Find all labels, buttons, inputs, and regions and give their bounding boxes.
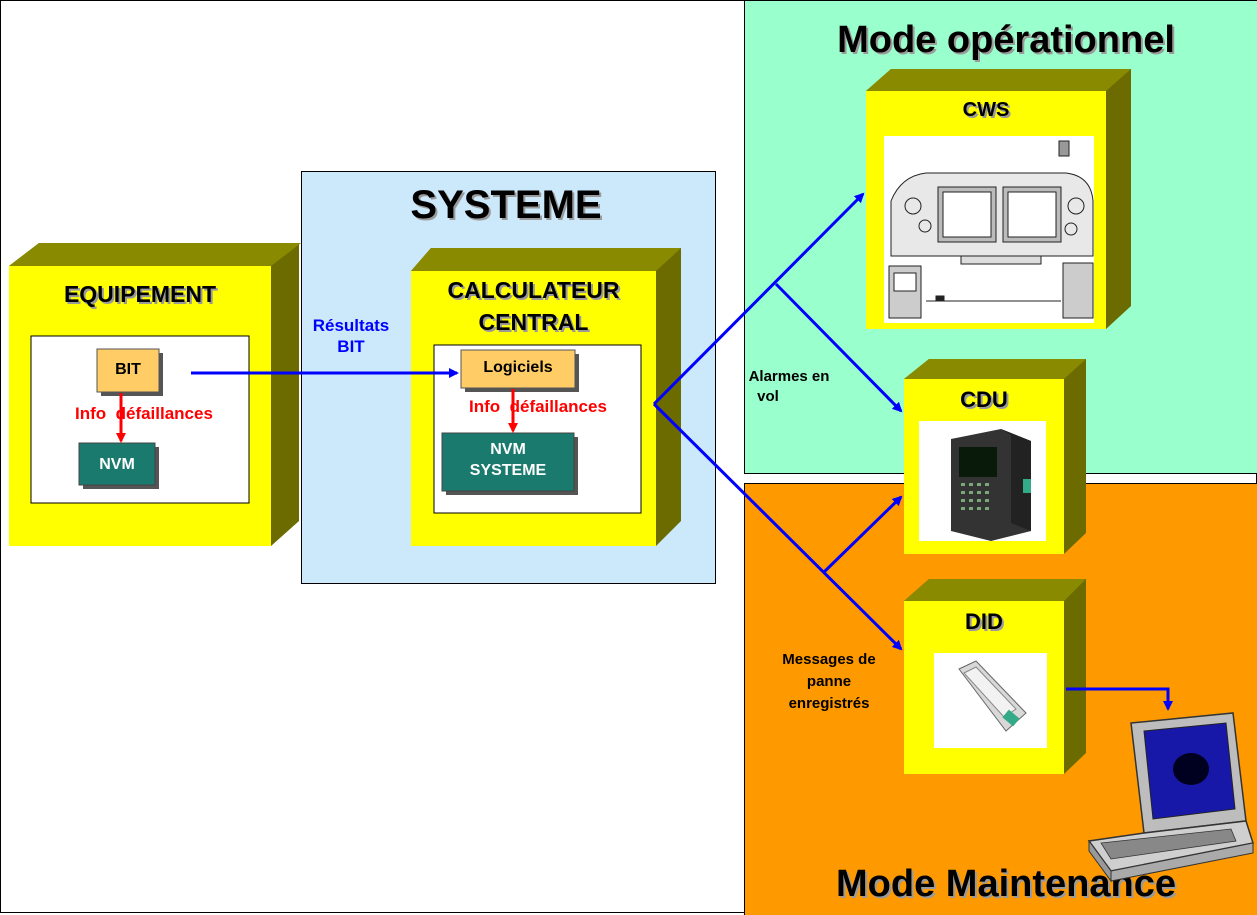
cdu-title: CDU [960, 387, 1008, 412]
messages-label-line1: Messages de [782, 651, 876, 668]
did-box-top [904, 579, 1086, 601]
equipement-box-top [9, 243, 301, 266]
nvm-systeme-label-line2: SYSTEME [469, 462, 547, 479]
arrow-to-cdu-top [774, 282, 903, 413]
arrow-did-to-laptop [1066, 687, 1173, 711]
mode-operationnel-title: Mode opérationnel [837, 19, 1175, 61]
logiciels-label: Logiciels [483, 359, 553, 376]
messages-label-line3: enregistrés [788, 695, 870, 712]
calculateur-box-top [411, 248, 681, 271]
calculateur-title-line1: CALCULATEUR [447, 277, 620, 303]
cdu-device-image [951, 429, 1031, 541]
did-card-image [958, 660, 1027, 732]
bit-label: BIT [115, 361, 141, 378]
nvm-systeme-label-line1: NVM [490, 441, 526, 458]
cws-title: CWS [962, 99, 1010, 121]
messages-label-line2: panne [806, 673, 852, 690]
arrow-calc-to-cws [652, 192, 865, 406]
equipement-title: EQUIPEMENT [63, 281, 217, 307]
resultats-bit-label-line2: BIT [337, 337, 365, 356]
nvm-label: NVM [99, 456, 135, 473]
calculateur-info-defaillances: Info défaillances [469, 397, 607, 416]
arrow-to-cdu-bottom [821, 495, 903, 575]
arrow-calc-to-did [652, 402, 903, 651]
alarmes-label-line2: vol [757, 388, 779, 405]
bit-box [96, 348, 160, 393]
laptop-image [1087, 712, 1254, 883]
cws-box-top [866, 69, 1131, 91]
equipement-info-defaillances: Info défaillances [75, 404, 213, 423]
resultats-bit-label-line1: Résultats [312, 316, 390, 335]
alarmes-label-line1: Alarmes en [748, 368, 830, 385]
nvm-systeme-box [441, 432, 575, 492]
systeme-title: SYSTEME [410, 183, 602, 227]
cdu-box-top [904, 359, 1086, 379]
logiciels-box [460, 349, 576, 389]
nvm-box [78, 442, 156, 486]
cws-cockpit-image [888, 140, 1094, 319]
did-title: DID [965, 609, 1003, 634]
calculateur-title-line2: CENTRAL [478, 309, 589, 335]
